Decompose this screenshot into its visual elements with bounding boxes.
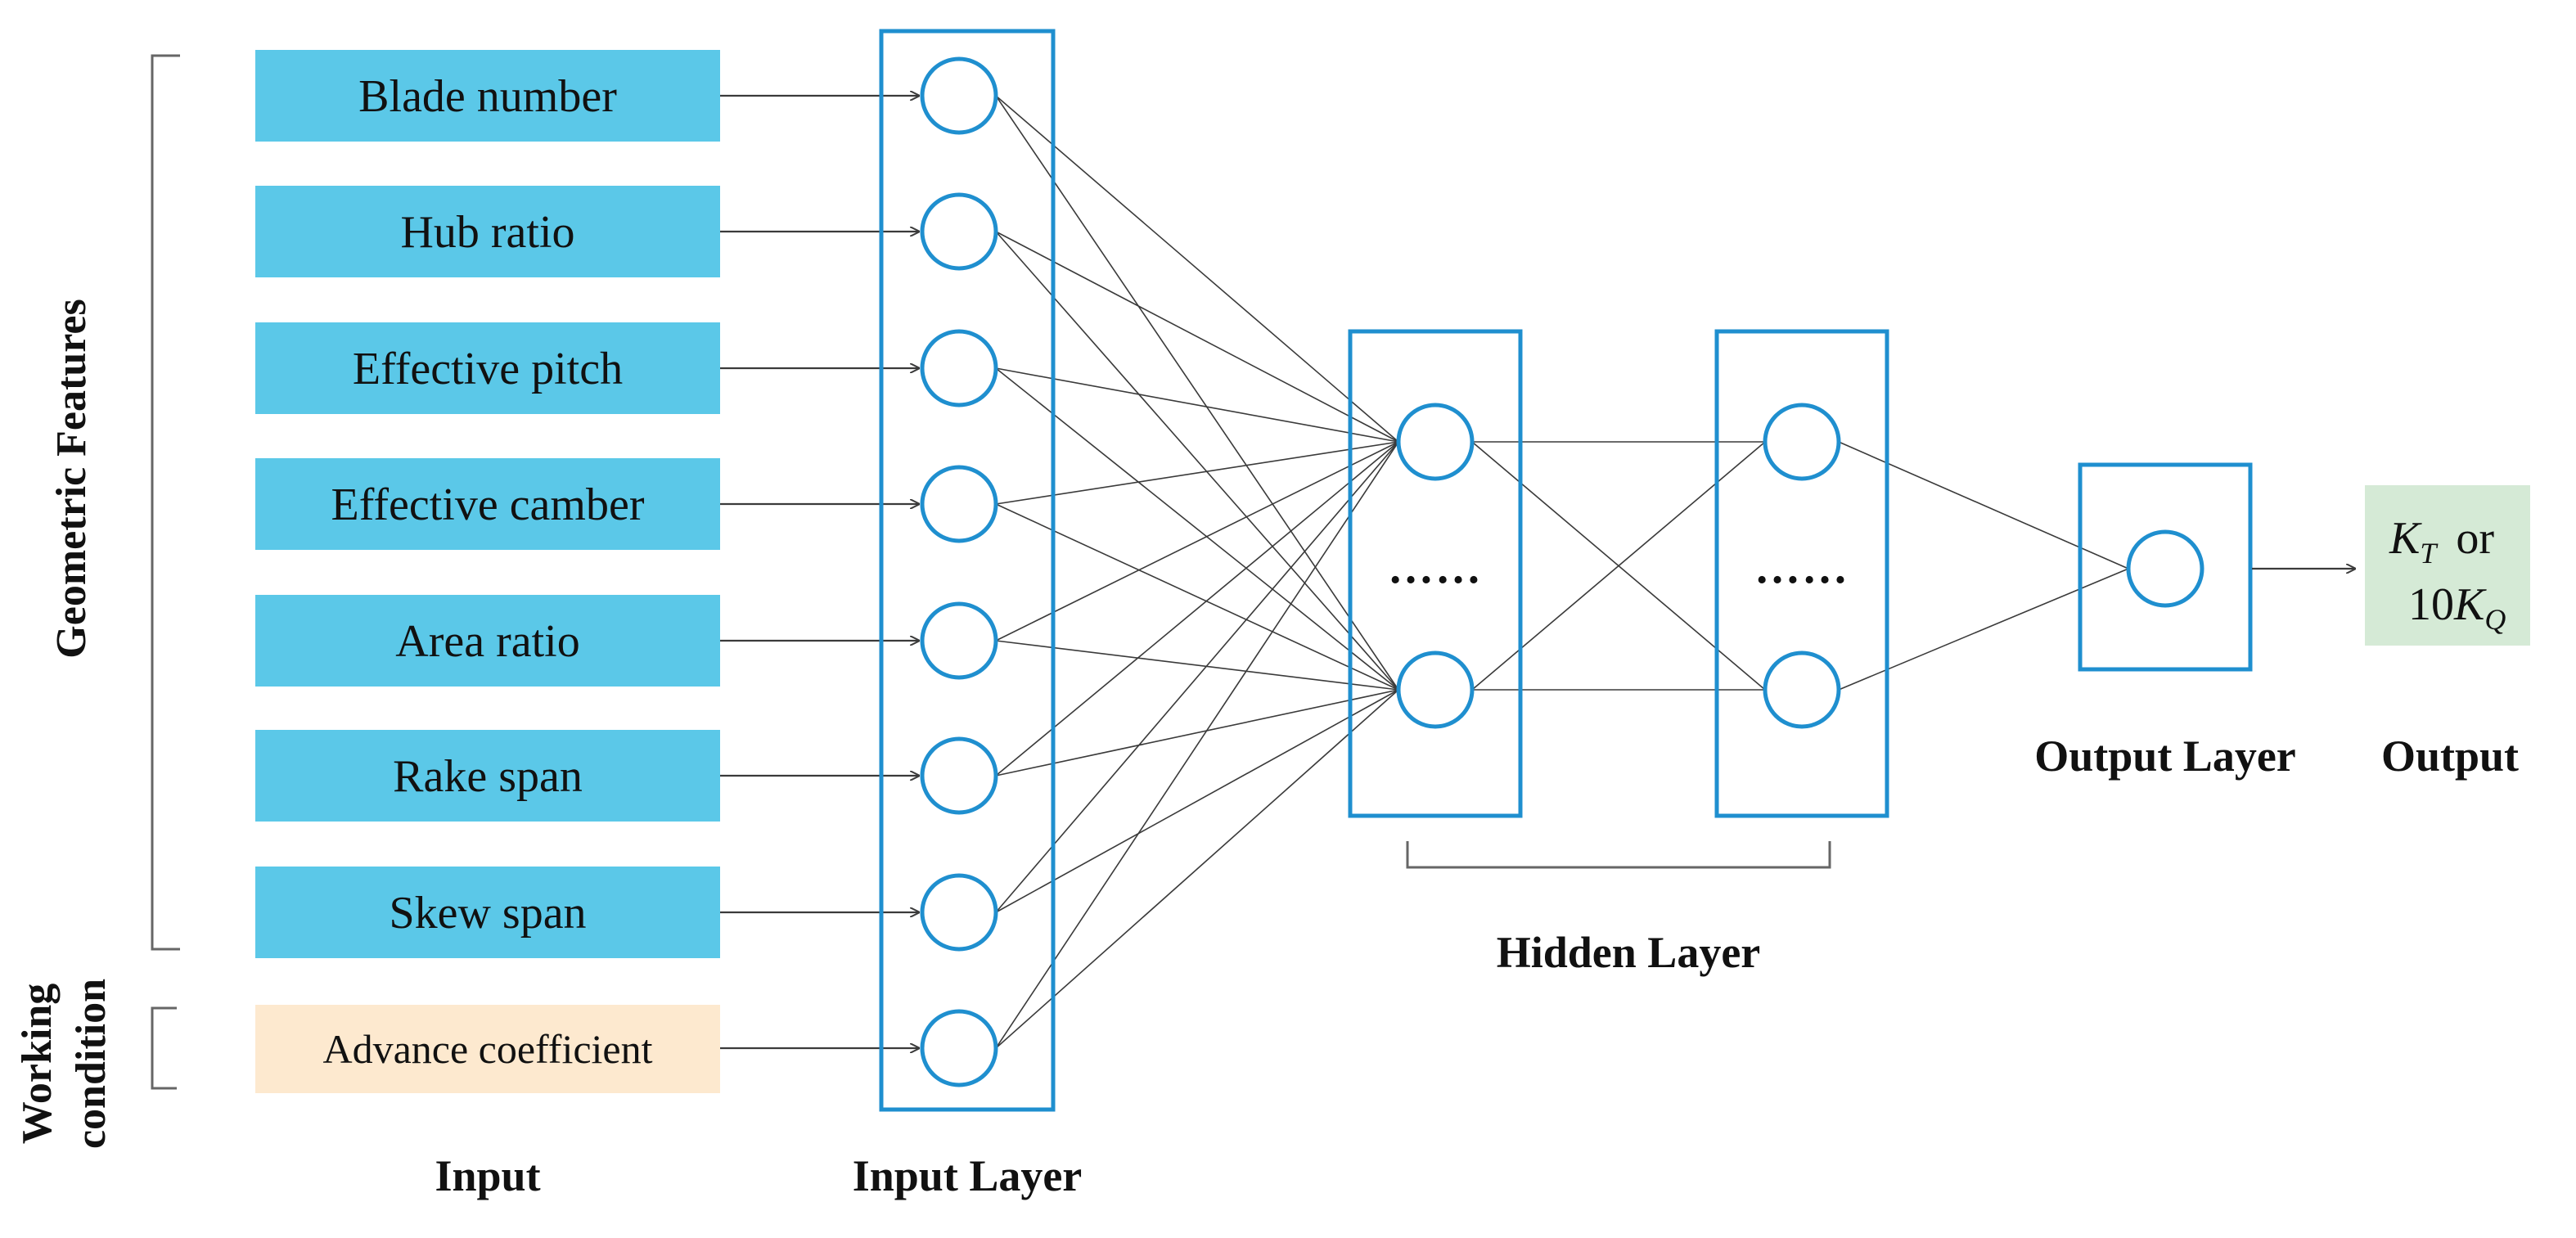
- input-node: [920, 873, 998, 952]
- feature-label: Blade number: [358, 71, 617, 122]
- input-node: [920, 465, 998, 543]
- output-layer-label: Output Layer: [2034, 732, 2296, 781]
- connection-line: [995, 95, 1399, 691]
- connection-line: [995, 640, 1399, 691]
- connection-line: [995, 367, 1399, 443]
- output-kq-line: 10KQ: [2408, 579, 2506, 636]
- connection-line: [1838, 568, 2129, 691]
- feature-label: Effective camber: [331, 479, 645, 530]
- connection-line: [995, 503, 1399, 691]
- input-node: [920, 736, 998, 815]
- connection-line: [995, 441, 1399, 1049]
- svg-text:Working: Working: [14, 984, 61, 1145]
- feature-box: Area ratio: [255, 595, 720, 687]
- input-layer-box: [879, 29, 1056, 1112]
- feature-label: Area ratio: [395, 616, 579, 667]
- input-node: [920, 1009, 998, 1087]
- connection-line: [995, 441, 1399, 642]
- svg-text:condition: condition: [68, 979, 115, 1149]
- output-node: [2126, 529, 2204, 608]
- input-node: [920, 192, 998, 271]
- hidden-layer-bracket: [1406, 841, 1831, 869]
- network-connections: [720, 95, 2129, 1049]
- feature-box: Rake span: [255, 730, 720, 822]
- feature-box: Blade number: [255, 50, 720, 142]
- hidden-layer-2-ellipsis: ……: [1754, 542, 1849, 593]
- feature-box: Effective camber: [255, 458, 720, 550]
- hidden-layer-1-ellipsis: ……: [1388, 542, 1483, 593]
- feature-label: Effective pitch: [353, 344, 623, 394]
- hidden-node: [1763, 651, 1841, 729]
- working-condition-side-label: Working condition: [14, 979, 115, 1149]
- hidden-layer-1-box: [1348, 329, 1523, 818]
- input-node: [920, 601, 998, 680]
- hidden-node: [1763, 403, 1841, 481]
- output-label: Output: [2381, 732, 2519, 781]
- hidden-node: [1396, 403, 1475, 481]
- working-condition-label: Advance coefficient: [322, 1026, 652, 1072]
- hidden-layer-label: Hidden Layer: [1497, 928, 1761, 977]
- input-node: [920, 329, 998, 407]
- hidden-layer-2-box: [1714, 329, 1889, 818]
- connection-line: [995, 231, 1399, 443]
- input-layer-label: Input Layer: [853, 1151, 1083, 1200]
- connection-line: [995, 231, 1399, 691]
- feature-box: Hub ratio: [255, 186, 720, 277]
- working-condition-bracket: [151, 1006, 177, 1090]
- connection-line: [995, 441, 1399, 777]
- feature-box: Skew span: [255, 867, 720, 958]
- connection-line: [995, 689, 1399, 777]
- connection-line: [995, 367, 1399, 691]
- input-label: Input: [435, 1151, 540, 1200]
- network-nodes: [920, 56, 2204, 1087]
- output-layer-box: [2078, 462, 2253, 672]
- connection-line: [995, 441, 1399, 913]
- geometric-features-label: Geometric Features: [48, 299, 95, 658]
- feature-label: Rake span: [393, 751, 583, 802]
- input-node: [920, 56, 998, 135]
- hidden-node: [1396, 651, 1475, 729]
- connection-line: [1838, 441, 2129, 569]
- connection-line: [995, 441, 1399, 505]
- feature-box: Effective pitch: [255, 322, 720, 414]
- feature-label: Skew span: [389, 888, 586, 939]
- connection-line: [995, 95, 1399, 443]
- connection-line: [995, 689, 1399, 1049]
- working-condition-box: Advance coefficient: [255, 1005, 720, 1093]
- feature-label: Hub ratio: [400, 207, 574, 258]
- connection-line: [995, 689, 1399, 913]
- geometric-features-bracket: [151, 54, 180, 951]
